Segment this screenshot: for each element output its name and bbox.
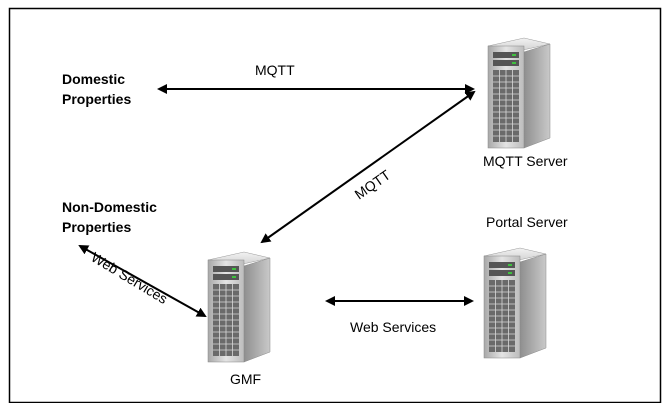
- gmf-server-icon: [207, 251, 271, 363]
- edge-gmf-mqtt: [260, 90, 476, 244]
- mqtt-server-label: MQTT Server: [483, 153, 568, 169]
- domestic-properties-label: Domestic: [62, 71, 125, 87]
- non-domestic-properties-label-line2: Properties: [62, 219, 131, 235]
- edge-label-gmf-mqtt: MQTT: [352, 166, 394, 202]
- portal-server-icon: [483, 247, 547, 359]
- gmf-label: GMF: [230, 371, 261, 387]
- edge-label-gmf-nondomestic: Web Services: [88, 249, 170, 307]
- non-domestic-properties-label: Non-Domestic: [62, 199, 157, 215]
- edge-label-domestic-mqtt: MQTT: [255, 62, 295, 78]
- edge-gmf-nondomestic: [78, 245, 207, 317]
- edge-label-gmf-portal: Web Services: [350, 319, 436, 335]
- domestic-properties-label-line2: Properties: [62, 91, 131, 107]
- portal-server-label: Portal Server: [486, 214, 568, 230]
- mqtt-server-icon: [487, 37, 551, 149]
